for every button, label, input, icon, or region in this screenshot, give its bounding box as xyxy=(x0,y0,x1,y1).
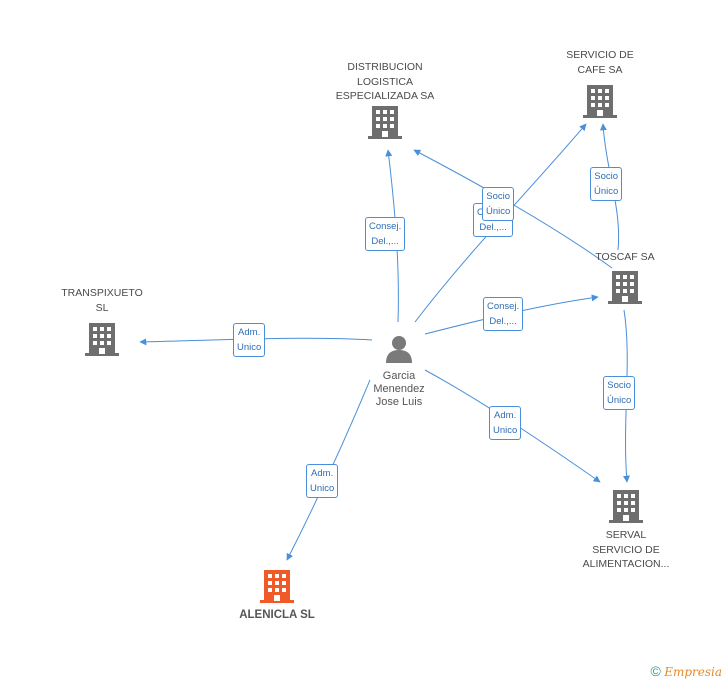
edge-label-center-distribucion[interactable]: Consej. Del.,... xyxy=(365,217,406,251)
edge-toscaf-distribucion xyxy=(413,149,613,269)
company-label: TRANSPIXUETO SL xyxy=(61,287,143,314)
company-label: TOSCAF SA xyxy=(595,251,655,263)
company-node-alenicla[interactable]: ALENICLA SL xyxy=(222,568,332,623)
copyright-symbol: © xyxy=(650,663,661,679)
person-icon xyxy=(386,336,412,363)
building-icon xyxy=(260,570,294,603)
company-label: DISTRIBUCION LOGISTICA ESPECIALIZADA SA xyxy=(335,61,435,102)
company-node-serval[interactable]: SERVAL SERVICIO DE ALIMENTACION... xyxy=(570,488,682,572)
company-label: ALENICLA SL xyxy=(239,609,315,621)
company-node-servicio-cafe[interactable]: SERVICIO DE CAFE SA xyxy=(545,48,655,119)
company-node-distribucion[interactable]: DISTRIBUCION LOGISTICA ESPECIALIZADA SA xyxy=(320,60,450,140)
company-node-toscaf[interactable]: TOSCAF SA xyxy=(575,250,675,305)
edge-label-center-transpixueto[interactable]: Adm. Unico xyxy=(233,323,266,357)
footer-brand[interactable]: © Empresia xyxy=(651,663,722,679)
building-icon xyxy=(583,85,617,118)
edge-label-center-toscaf[interactable]: Consej. Del.,... xyxy=(483,297,524,331)
building-icon xyxy=(608,270,642,304)
building-icon xyxy=(85,323,119,356)
company-label: SERVICIO DE CAFE SA xyxy=(566,49,634,76)
person-node-center[interactable]: Garcia Menendez Jose Luis xyxy=(357,334,441,409)
edge-label-center-alenicla[interactable]: Adm. Unico xyxy=(306,464,339,498)
company-node-transpixueto[interactable]: TRANSPIXUETO SL xyxy=(50,286,154,357)
company-label: SERVAL SERVICIO DE ALIMENTACION... xyxy=(582,529,670,570)
brand-logo-text: Empresia xyxy=(664,665,722,679)
edge-label-toscaf-servicio-cafe[interactable]: Socio Único xyxy=(590,167,623,201)
edge-label-toscaf-serval[interactable]: Socio Único xyxy=(603,376,636,410)
building-icon xyxy=(368,105,402,139)
person-label: Garcia Menendez Jose Luis xyxy=(373,370,425,408)
building-icon xyxy=(609,490,643,523)
edge-label-center-serval[interactable]: Adm. Unico xyxy=(489,406,522,440)
edge-label-toscaf-distribucion[interactable]: Socio Único xyxy=(482,187,515,221)
